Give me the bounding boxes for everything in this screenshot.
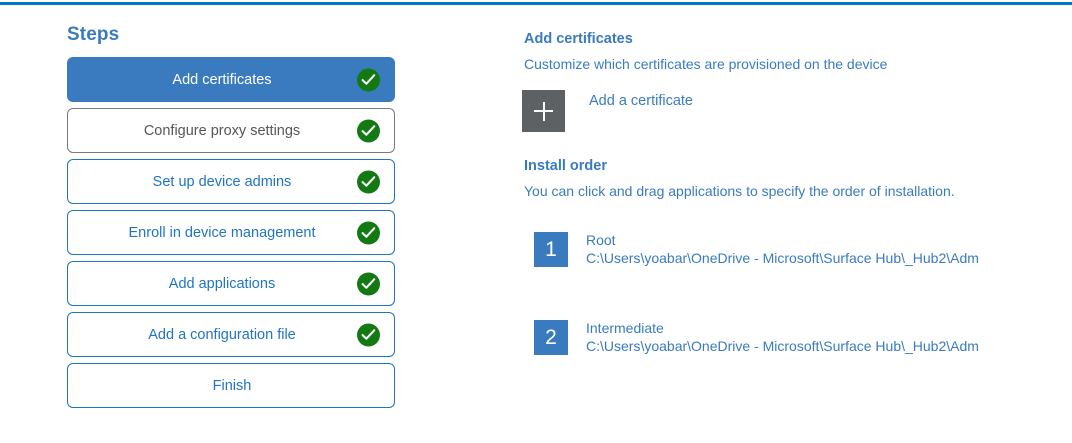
check-circle-icon (357, 323, 380, 346)
step-label: Enroll in device management (128, 225, 316, 241)
step-button-enroll-in-device-management[interactable]: Enroll in device management (67, 210, 395, 255)
step-button-add-applications[interactable]: Add applications (67, 261, 395, 306)
step-label: Configure proxy settings (143, 123, 301, 139)
step-button-add-a-configuration-file[interactable]: Add a configuration file (67, 312, 395, 357)
detail-header: Add certificates Customize which certifi… (524, 31, 887, 72)
step-button-configure-proxy-settings[interactable]: Configure proxy settings (67, 108, 395, 153)
step-label: Add applications (168, 276, 276, 292)
install-order-number: 2 (534, 320, 568, 355)
install-order-header: Install order You can click and drag app… (524, 158, 955, 199)
steps-heading: Steps (67, 24, 120, 45)
check-circle-icon (357, 221, 380, 244)
add-certificate-label[interactable]: Add a certificate (589, 93, 693, 109)
install-order-name: Intermediate (586, 320, 664, 336)
step-label: Add a configuration file (148, 327, 296, 343)
check-circle-icon (357, 119, 380, 142)
plus-icon[interactable] (522, 90, 565, 132)
add-certificate-row[interactable]: Add a certificate (522, 90, 693, 132)
install-order-subtitle: You can click and drag applications to s… (524, 183, 955, 199)
install-order-title: Install order (524, 158, 607, 174)
detail-title: Add certificates (524, 31, 633, 47)
top-accent-bar (0, 2, 1072, 5)
detail-subtitle: Customize which certificates are provisi… (524, 56, 888, 72)
check-circle-icon (357, 272, 380, 295)
check-circle-icon (357, 170, 380, 193)
step-button-finish[interactable]: Finish (67, 363, 395, 408)
step-button-add-certificates[interactable]: Add certificates (67, 57, 395, 102)
check-circle-icon (357, 68, 380, 91)
step-button-set-up-device-admins[interactable]: Set up device admins (67, 159, 395, 204)
install-order-path: C:\Users\yoabar\OneDrive - Microsoft\Sur… (586, 250, 979, 266)
step-label: Finish (212, 378, 252, 394)
step-label: Set up device admins (152, 174, 292, 190)
install-order-name: Root (586, 232, 616, 248)
install-order-number: 1 (534, 232, 568, 267)
detail-pane: Add certificates Customize which certifi… (470, 0, 1072, 443)
install-order-path: C:\Users\yoabar\OneDrive - Microsoft\Sur… (586, 338, 979, 354)
step-label: Add certificates (172, 72, 272, 88)
